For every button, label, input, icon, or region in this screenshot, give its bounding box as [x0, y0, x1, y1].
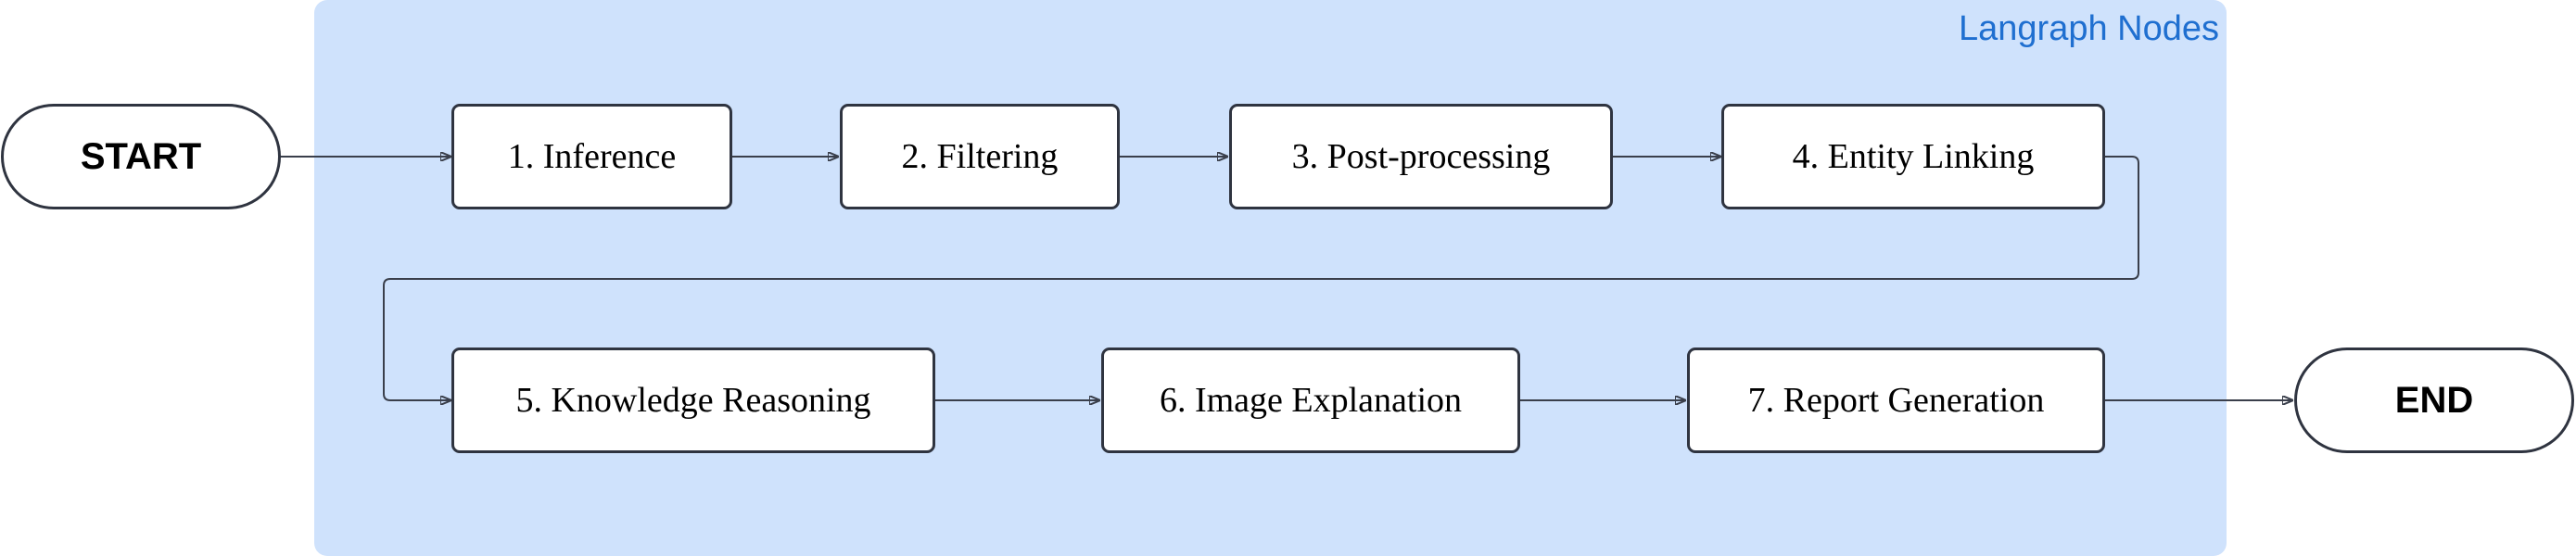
- edge-entity-linking-to-knowledge-reasoning: [383, 156, 2139, 400]
- node-report-generation[interactable]: 7. Report Generation: [1687, 348, 2105, 453]
- node-knowledge-reasoning[interactable]: 5. Knowledge Reasoning: [451, 348, 935, 453]
- start-node[interactable]: START: [1, 104, 281, 209]
- node-filtering[interactable]: 2. Filtering: [840, 104, 1120, 209]
- node-entity-linking[interactable]: 4. Entity Linking: [1721, 104, 2105, 209]
- group-label: Langraph Nodes: [1959, 9, 2219, 48]
- node-inference[interactable]: 1. Inference: [451, 104, 732, 209]
- end-node[interactable]: END: [2294, 348, 2574, 453]
- node-image-explanation[interactable]: 6. Image Explanation: [1101, 348, 1520, 453]
- node-post-processing[interactable]: 3. Post-processing: [1229, 104, 1613, 209]
